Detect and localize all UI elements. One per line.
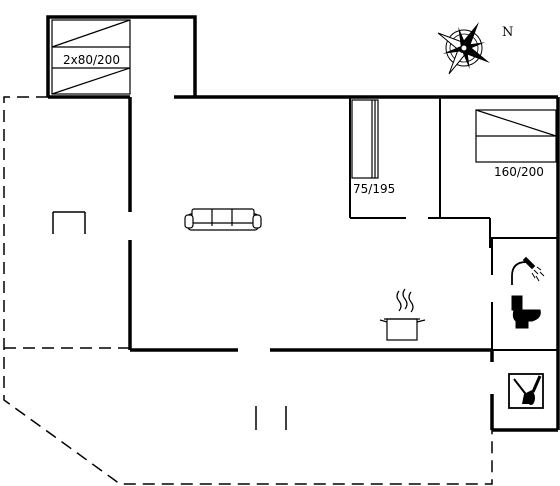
interior-walls — [349, 97, 558, 351]
terrace-marks — [255, 406, 287, 430]
exterior-walls — [46, 15, 560, 432]
utility-room-icon — [508, 373, 544, 409]
compass-rose-icon — [437, 22, 490, 75]
table-icon — [52, 211, 86, 234]
shower-icon — [511, 256, 545, 285]
compass-north-label: N — [502, 25, 513, 40]
single-bed-label: 75/195 — [353, 182, 395, 196]
single-bed — [351, 99, 379, 179]
terrace-outline — [3, 96, 493, 485]
double-bed-label: 160/200 — [494, 165, 544, 179]
bunk-bed-label: 2x80/200 — [63, 53, 120, 67]
toilet-icon — [511, 295, 541, 329]
cooking-pot-icon — [379, 288, 426, 341]
sofa-icon — [184, 208, 262, 231]
bunk-bed — [51, 19, 131, 95]
double-bed — [475, 109, 557, 163]
